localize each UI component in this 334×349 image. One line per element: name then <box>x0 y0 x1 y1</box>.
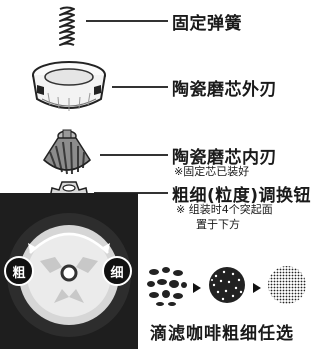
outer-burr-label: 陶瓷磨芯外刃 <box>172 80 277 100</box>
spring-icon <box>52 6 82 52</box>
medium-grounds-icon <box>204 262 250 312</box>
adjuster-label: 粗细(粒度)调换钮 <box>172 186 312 206</box>
outer-burr-icon <box>28 55 110 121</box>
adjuster-note-line1: ※ 组装时4个突起面 <box>176 203 273 216</box>
spring-label: 固定弹簧 <box>172 14 242 34</box>
arrow-right-icon <box>252 279 262 298</box>
spring-callout-line <box>86 20 168 22</box>
coarse-grounds-icon <box>144 262 190 312</box>
inner-burr-icon <box>36 128 98 186</box>
fine-grounds-icon <box>264 262 310 312</box>
footer-caption: 滴滤咖啡粗细任选 <box>150 324 294 344</box>
adjuster-note-line2: 置于下方 <box>196 218 240 231</box>
adjuster-dial-photo: 粗 细 <box>0 193 138 349</box>
fine-badge: 细 <box>102 256 132 286</box>
outer-burr-callout-line <box>112 86 168 88</box>
inner-burr-label: 陶瓷磨芯内刃 <box>172 148 277 168</box>
adjuster-callout-line <box>94 192 168 194</box>
coarse-badge: 粗 <box>4 256 34 286</box>
inner-burr-note: ※固定芯已装好 <box>174 165 250 178</box>
inner-burr-callout-line <box>100 154 168 156</box>
arrow-right-icon <box>192 279 202 298</box>
